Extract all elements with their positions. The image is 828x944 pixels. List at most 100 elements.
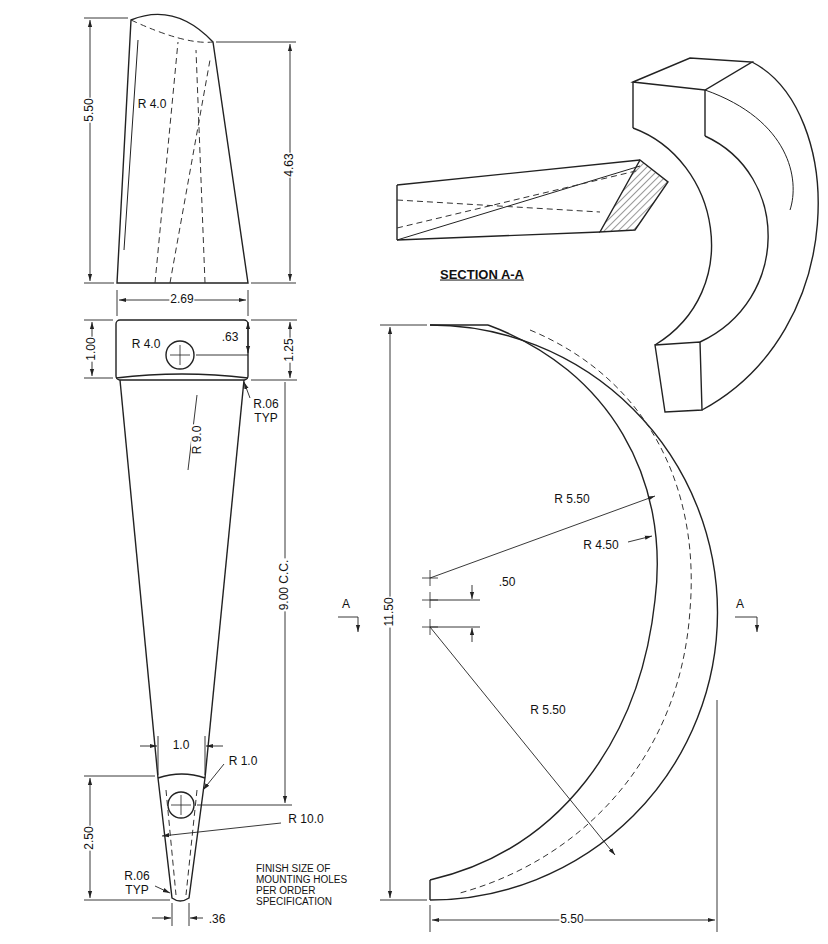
- dimension-value: 2.69: [169, 293, 194, 307]
- dimension-value: 5.50: [83, 97, 97, 122]
- part-outline: [430, 325, 657, 880]
- dimension-line: [190, 918, 203, 919]
- part-outline: [116, 374, 248, 378]
- part-outline: [205, 380, 244, 778]
- dimension-line: [152, 918, 171, 919]
- hidden-line: [397, 170, 640, 228]
- dimension-line: [197, 805, 292, 806]
- part-outline: [700, 136, 768, 342]
- part-outline: [158, 778, 205, 901]
- hidden-line: [186, 790, 197, 895]
- dimension-line: [430, 700, 717, 932]
- dimension-value: .36: [208, 913, 227, 927]
- view-title: SECTION A-A: [439, 268, 525, 283]
- dimension-line: [158, 736, 205, 775]
- radius-dimension: R 1.0: [228, 755, 259, 769]
- center-mark: [170, 345, 438, 815]
- leader-line: [628, 536, 652, 542]
- part-outline: [430, 325, 718, 900]
- part-outline: [124, 40, 138, 250]
- part-outline: [704, 90, 705, 136]
- part-outline: [655, 342, 702, 412]
- dimension-value: 5.50: [559, 913, 584, 927]
- part-outline: [600, 160, 668, 232]
- radius-dimension: R.06 TYP: [119, 870, 155, 898]
- hidden-line: [196, 50, 205, 283]
- part-outline: [168, 792, 194, 818]
- leader-line: [203, 764, 224, 790]
- dimension-line: [84, 776, 170, 900]
- leader-line: [430, 627, 615, 855]
- dimension-value: 1.25: [283, 337, 297, 362]
- dimension-value: .63: [221, 331, 240, 345]
- radius-dimension: R 10.0: [287, 813, 324, 827]
- part-outline: [633, 128, 712, 345]
- leader-line: [155, 382, 757, 893]
- part-outline: [397, 160, 640, 185]
- dimension-value: 1.00: [85, 336, 99, 361]
- part-outline: [116, 320, 248, 380]
- hidden-line: [460, 330, 691, 893]
- hidden-line: [155, 42, 178, 283]
- part-outline: [397, 232, 600, 240]
- dimension-value: 4.63: [283, 152, 297, 177]
- dimension-line: [206, 746, 223, 747]
- hidden-line: [131, 20, 691, 895]
- dimension-line: [216, 42, 296, 283]
- radius-dimension: R 4.0: [131, 338, 162, 352]
- hidden-line: [166, 790, 176, 895]
- dimension-line: [430, 600, 480, 627]
- part-outline: [632, 82, 633, 128]
- center-mark: [422, 619, 438, 635]
- leader-line: [735, 617, 757, 632]
- dimension-line: [251, 320, 297, 380]
- part-outline: [116, 14, 818, 901]
- radius-dimension: R 5.50: [529, 704, 566, 718]
- radius-dimension: R 4.0: [137, 98, 168, 112]
- dimension-line: [84, 18, 717, 932]
- radius-dimension: R 5.50: [553, 493, 590, 507]
- dimension-line: [472, 585, 473, 599]
- hidden-line: [170, 60, 210, 283]
- dimension-line: [117, 290, 248, 316]
- dimension-line: [84, 320, 113, 378]
- part-outline: [396, 185, 397, 240]
- dimension-line: [172, 903, 189, 926]
- leader-line: [430, 496, 655, 578]
- part-outline: [117, 14, 248, 283]
- radius-dimension: R.06 TYP: [248, 398, 284, 426]
- dimension-line: [90, 20, 91, 281]
- section-marker: A: [735, 598, 745, 612]
- leader-line: [244, 382, 250, 398]
- dimension-value: 11.50: [383, 596, 397, 627]
- hidden-line: [131, 20, 213, 42]
- center-mark: [422, 570, 438, 586]
- leader-line: [338, 617, 358, 632]
- center-mark: [171, 795, 191, 815]
- part-outline: [120, 380, 158, 778]
- center-mark: [422, 592, 438, 608]
- hidden-line: [397, 200, 600, 212]
- radius-dimension: R 4.50: [582, 539, 619, 553]
- part-outline: [430, 324, 488, 325]
- dimension-line: [196, 355, 248, 356]
- part-outline: [158, 774, 205, 778]
- part-outline: [633, 58, 752, 90]
- dimension-line: [140, 746, 157, 747]
- dimension-line: [84, 18, 128, 283]
- center-mark: [170, 345, 190, 365]
- dimension-value: 2.50: [83, 825, 97, 850]
- dimension-line: [472, 628, 473, 642]
- dimension-value: .50: [498, 576, 517, 590]
- leader-line: [155, 886, 170, 893]
- part-outline: [702, 62, 818, 410]
- dimension-value: 1.0: [172, 739, 191, 753]
- drawing-note: FINISH SIZE OF MOUNTING HOLES PER ORDER …: [255, 863, 357, 907]
- part-outline: [705, 90, 793, 210]
- dimension-line: [380, 325, 427, 900]
- section-marker: A: [341, 598, 351, 612]
- dimension-line: [248, 322, 249, 353]
- dimension-value: 9.00 C.C.: [278, 559, 292, 612]
